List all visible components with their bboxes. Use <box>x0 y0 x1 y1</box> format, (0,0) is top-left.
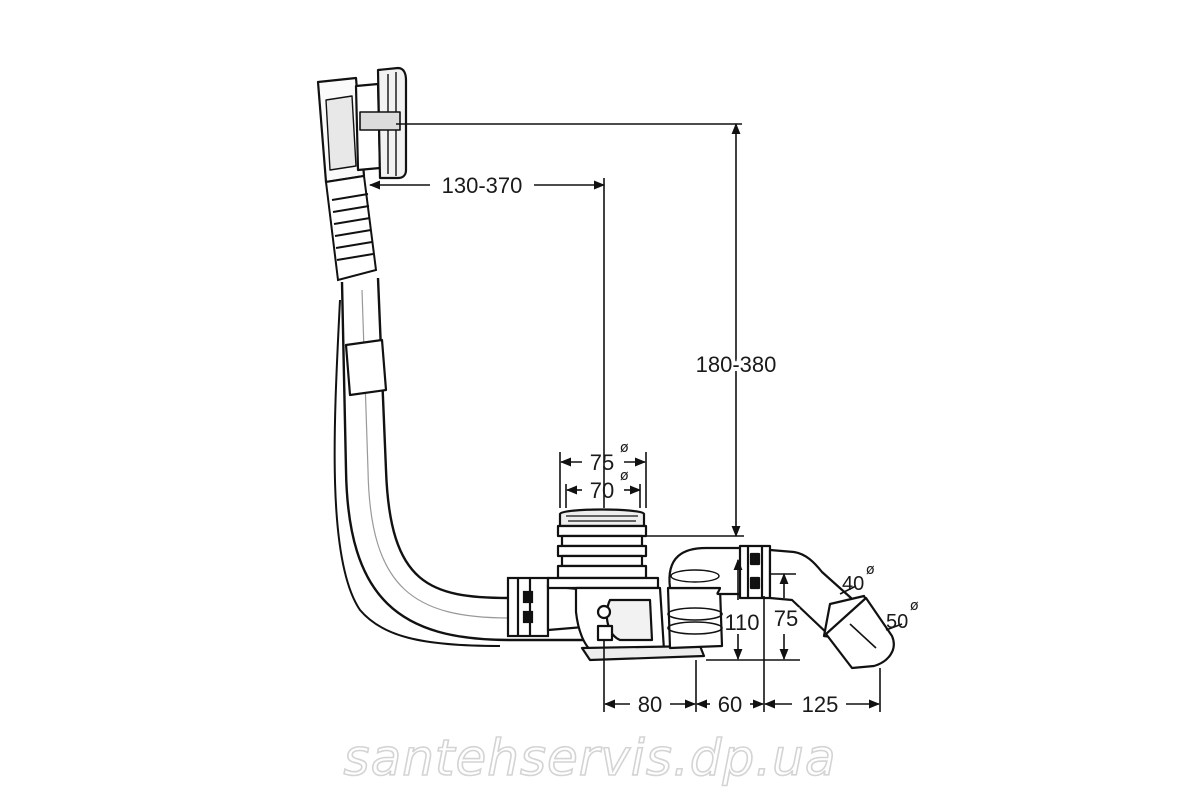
dim-offset-a: 80 <box>638 692 662 717</box>
dim-trap-height: 110 <box>724 610 759 635</box>
drain-body <box>546 508 706 662</box>
dim-vertical-height: 180-380 <box>696 352 777 377</box>
diameter-symbol-large: ø <box>910 598 919 614</box>
dim-outlet-height: 75 <box>774 606 798 631</box>
dim-inner-diameter: 70 <box>590 478 614 503</box>
overflow-head <box>316 66 408 184</box>
dim-offset-b: 60 <box>718 692 742 717</box>
overflow-corrugated-joint <box>324 174 378 282</box>
dimension-labels: 130-370 180-380 75 ø 70 ø 110 75 80 60 1… <box>442 173 919 717</box>
diameter-symbol-inner: ø <box>620 468 629 484</box>
dim-offset-c: 125 <box>802 692 839 717</box>
siphon-trap <box>666 544 895 670</box>
diameter-symbol-small: ø <box>866 562 875 578</box>
dim-outer-diameter: 75 <box>590 450 614 475</box>
dim-outlet-diameter-small: 40 <box>842 573 864 595</box>
dim-outlet-diameter-large: 50 <box>886 611 908 633</box>
watermark-text: santehservis.dp.ua <box>344 729 837 787</box>
diameter-symbol-outer: ø <box>620 440 629 456</box>
overflow-pipe <box>333 277 600 647</box>
dimension-lines <box>368 122 903 712</box>
dim-horizontal-reach: 130-370 <box>442 173 523 198</box>
